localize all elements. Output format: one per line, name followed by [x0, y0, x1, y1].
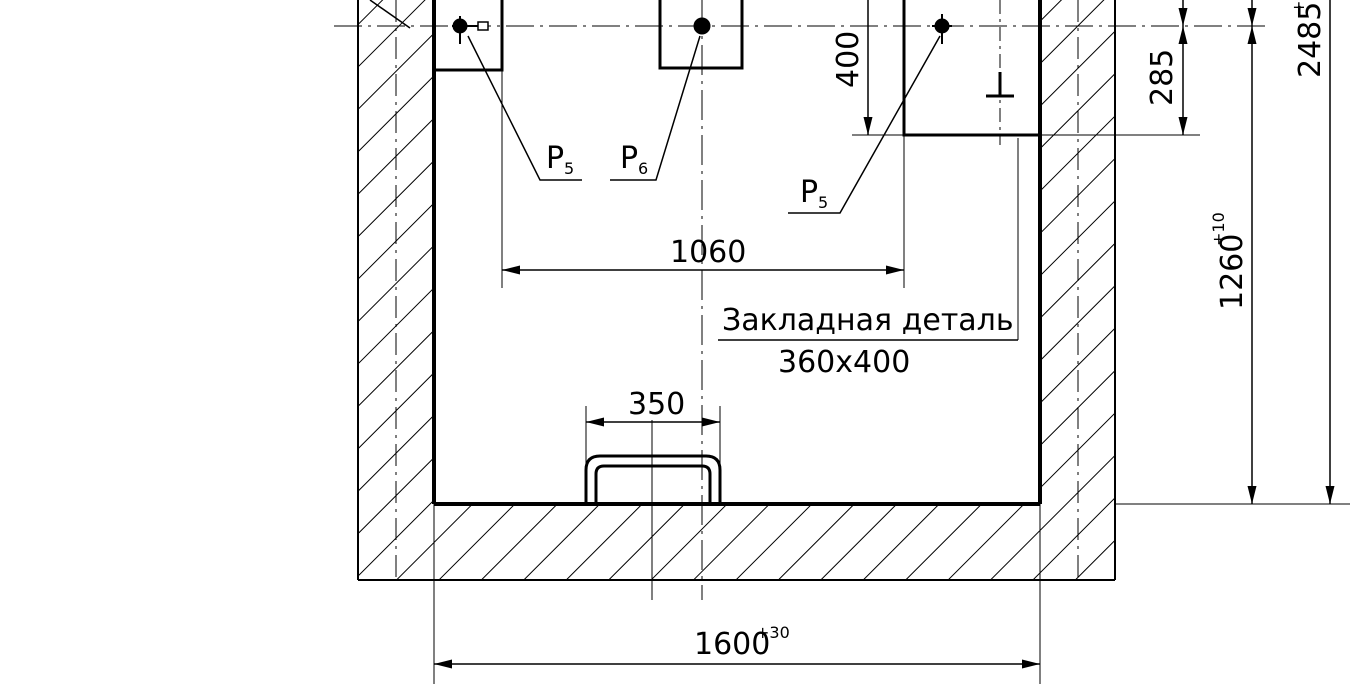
- wall-outline: [357, 0, 1116, 581]
- dim-350: 350: [585, 387, 721, 504]
- bracket-right: [902, 0, 1040, 340]
- svg-text:6: 6: [638, 159, 648, 178]
- svg-text:350: 350: [628, 387, 685, 422]
- embedded-part-label: Закладная деталь: [722, 303, 1014, 338]
- dim-400: 400: [831, 0, 904, 136]
- bracket-left: [432, 0, 504, 288]
- dim-1260: 1260 +10: [1115, 0, 1350, 505]
- svg-text:5: 5: [564, 159, 574, 178]
- svg-text:2485: 2485: [1293, 2, 1328, 78]
- svg-text:P: P: [620, 141, 638, 176]
- wall-centerlines: [395, 0, 1079, 580]
- label-p5-right: P 5: [800, 175, 828, 212]
- label-p5-left: P 5: [546, 141, 574, 178]
- dim-1600: 1600 +30: [433, 504, 1041, 684]
- dim-285: 285: [1040, 0, 1200, 136]
- svg-text:P: P: [800, 175, 818, 210]
- svg-text:+30: +30: [756, 623, 790, 642]
- label-p6: P 6: [620, 141, 648, 178]
- embedded-part-size: 360х400: [778, 345, 910, 380]
- dim-1060: 1060: [502, 235, 904, 275]
- bracket-middle: [658, 0, 744, 70]
- svg-text:P: P: [546, 141, 564, 176]
- ladder-step: [584, 420, 722, 600]
- wall-bottom: [434, 504, 1040, 580]
- svg-text:285: 285: [1145, 49, 1180, 106]
- svg-text:1600: 1600: [694, 627, 770, 662]
- svg-text:1260: 1260: [1215, 234, 1250, 310]
- dim-2485: 2485 +3: [1289, 0, 1335, 504]
- svg-text:+3: +3: [1289, 0, 1308, 14]
- svg-text:1060: 1060: [670, 235, 746, 270]
- svg-text:5: 5: [818, 193, 828, 212]
- svg-text:+10: +10: [1209, 212, 1228, 246]
- svg-text:400: 400: [831, 31, 866, 88]
- leader-lines: [369, 0, 1018, 341]
